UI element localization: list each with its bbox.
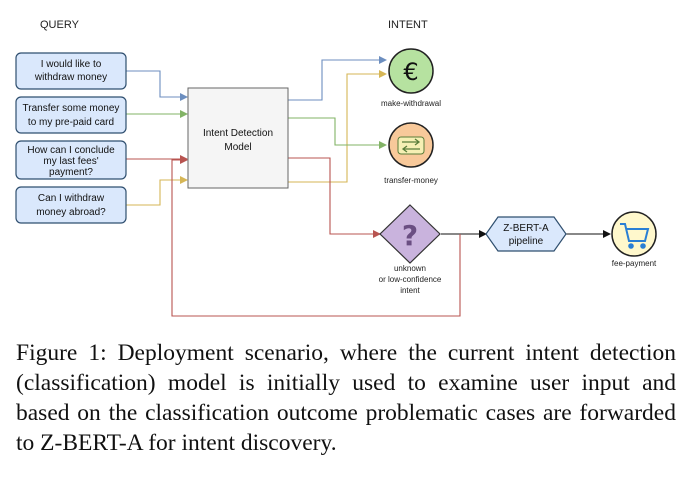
connector-feedback-loop bbox=[171, 156, 461, 317]
shopping-cart-icon bbox=[620, 223, 650, 249]
connector-model-withdrawal-yellow bbox=[288, 70, 387, 183]
unknown-label-line-2: or low-confidence bbox=[379, 275, 442, 284]
connector-model-transfer bbox=[288, 117, 387, 149]
pipeline-label-line-1: Z-BERT-A bbox=[503, 223, 549, 234]
query-connectors bbox=[126, 70, 188, 206]
intent-header: INTENT bbox=[388, 19, 428, 31]
connector-query1-model bbox=[126, 70, 188, 101]
query-box-1-line-2: withdraw money bbox=[34, 72, 107, 83]
intent-label-transfer-money: transfer-money bbox=[384, 176, 438, 185]
unknown-label-line-1: unknown bbox=[394, 264, 426, 273]
connector-model-withdrawal-blue bbox=[288, 56, 387, 101]
intent-transfer-money: transfer-money bbox=[384, 122, 438, 185]
intent-make-withdrawal: € make-withdrawal bbox=[381, 48, 441, 108]
pipeline-label-line-2: pipeline bbox=[509, 236, 544, 247]
query-box-1: I would like to withdraw money bbox=[15, 52, 127, 90]
deployment-diagram: QUERY INTENT I would like to withdraw mo… bbox=[15, 19, 657, 317]
intent-detection-model: Intent Detection Model bbox=[187, 87, 289, 189]
intent-connectors bbox=[288, 56, 387, 238]
query-box-4-line-1: Can I withdraw bbox=[38, 193, 105, 204]
unknown-label-line-3: intent bbox=[400, 286, 420, 295]
model-label-line-1: Intent Detection bbox=[203, 128, 273, 139]
query-box-2: Transfer some money to my pre-paid card bbox=[15, 96, 127, 134]
intent-label-make-withdrawal: make-withdrawal bbox=[381, 99, 441, 108]
query-box-2-line-2: to my pre-paid card bbox=[28, 117, 114, 128]
query-box-3: How can I conclude my last fees' payment… bbox=[15, 140, 127, 180]
connector-model-unknown bbox=[288, 157, 381, 238]
question-mark-icon: ? bbox=[402, 219, 418, 252]
pipeline-connectors bbox=[171, 156, 611, 317]
connector-query4-model bbox=[126, 176, 188, 206]
query-box-4-line-2: money abroad? bbox=[36, 207, 106, 218]
figure-caption: Figure 1: Deployment scenario, where the… bbox=[16, 340, 676, 456]
query-box-1-line-1: I would like to bbox=[41, 59, 102, 70]
intent-label-fee-payment: fee-payment bbox=[612, 259, 657, 268]
query-header: QUERY bbox=[40, 19, 80, 31]
model-label-line-2: Model bbox=[224, 142, 251, 153]
intent-unknown: ? unknown or low-confidence intent bbox=[379, 204, 442, 295]
query-box-4: Can I withdraw money abroad? bbox=[15, 186, 127, 224]
transfer-arrows-icon bbox=[397, 136, 425, 155]
query-box-3-line-1: How can I conclude bbox=[27, 145, 115, 156]
intent-fee-payment: fee-payment bbox=[611, 211, 657, 268]
euro-icon: € bbox=[403, 58, 418, 86]
query-box-3-line-2: my last fees' bbox=[43, 156, 98, 167]
query-box-3-line-3: payment? bbox=[49, 167, 93, 178]
zbert-pipeline: Z-BERT-A pipeline bbox=[485, 216, 567, 252]
query-box-2-line-1: Transfer some money bbox=[23, 103, 120, 114]
